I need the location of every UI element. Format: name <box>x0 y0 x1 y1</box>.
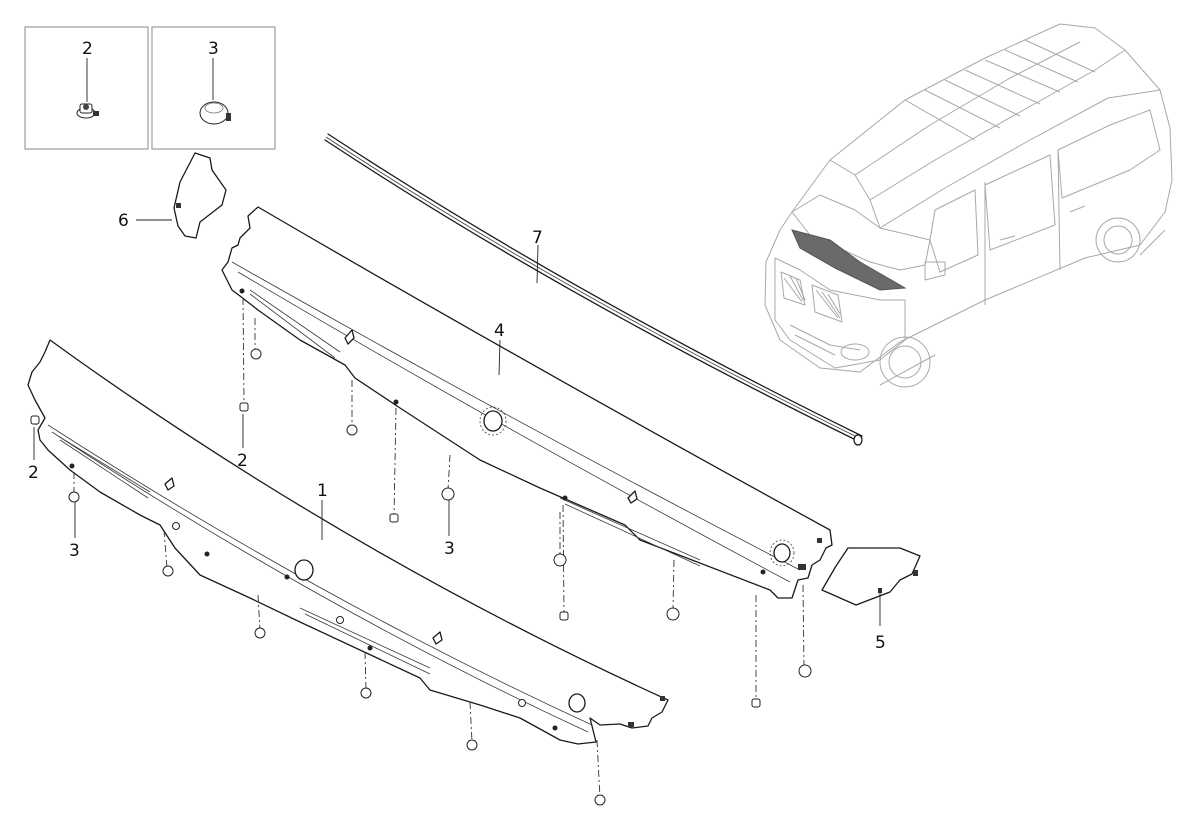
callout-left-grommet: 3 <box>69 541 80 561</box>
grommet-icon <box>441 487 455 501</box>
grommet-icon <box>162 565 174 577</box>
grommet-icon <box>199 101 231 125</box>
inset-box-grommet: 3 <box>151 26 276 150</box>
grommet-icon <box>666 607 680 621</box>
fasteners <box>30 348 812 806</box>
clip-icon <box>76 103 99 119</box>
left-end-cap-part <box>173 152 227 239</box>
upper-cowl-panel <box>221 206 833 599</box>
callout-labels: 6 7 4 1 2 2 3 3 5 <box>28 211 886 653</box>
leader-lines <box>33 219 881 626</box>
grommet-icon <box>466 739 478 751</box>
seal-strip-part <box>324 133 863 446</box>
inset-box-clip: 2 <box>24 26 149 150</box>
callout-upper-clip: 2 <box>237 451 248 471</box>
van-illustration <box>764 23 1173 388</box>
callout-seal-strip: 7 <box>532 228 543 248</box>
callout-cowl-panel: 1 <box>317 481 328 501</box>
lower-cowl-panel <box>27 339 669 745</box>
grommet-icon <box>594 794 606 806</box>
callout-left-clip: 2 <box>28 463 39 483</box>
grommet-icon <box>798 664 812 678</box>
grommet-icon <box>254 627 266 639</box>
grommet-icon <box>360 687 372 699</box>
callout-mid-grommet: 3 <box>444 539 455 559</box>
clip-icon <box>30 415 40 425</box>
clip-icon <box>751 698 761 708</box>
grommet-icon <box>553 553 567 567</box>
callout-upper-panel: 4 <box>494 321 505 341</box>
grommet-icon <box>346 424 358 436</box>
grommet-icon <box>250 348 262 360</box>
right-end-cap-part <box>821 547 921 606</box>
clip-icon <box>389 513 399 523</box>
callout-box-left: 2 <box>82 39 93 59</box>
clip-icon <box>239 402 249 412</box>
callout-left-end-cap: 6 <box>118 211 129 231</box>
grommet-icon <box>68 491 80 503</box>
callout-right-end-cap: 5 <box>875 633 886 653</box>
callout-box-right: 3 <box>208 39 219 59</box>
fastener-lines <box>35 297 805 799</box>
clip-icon <box>559 611 569 621</box>
